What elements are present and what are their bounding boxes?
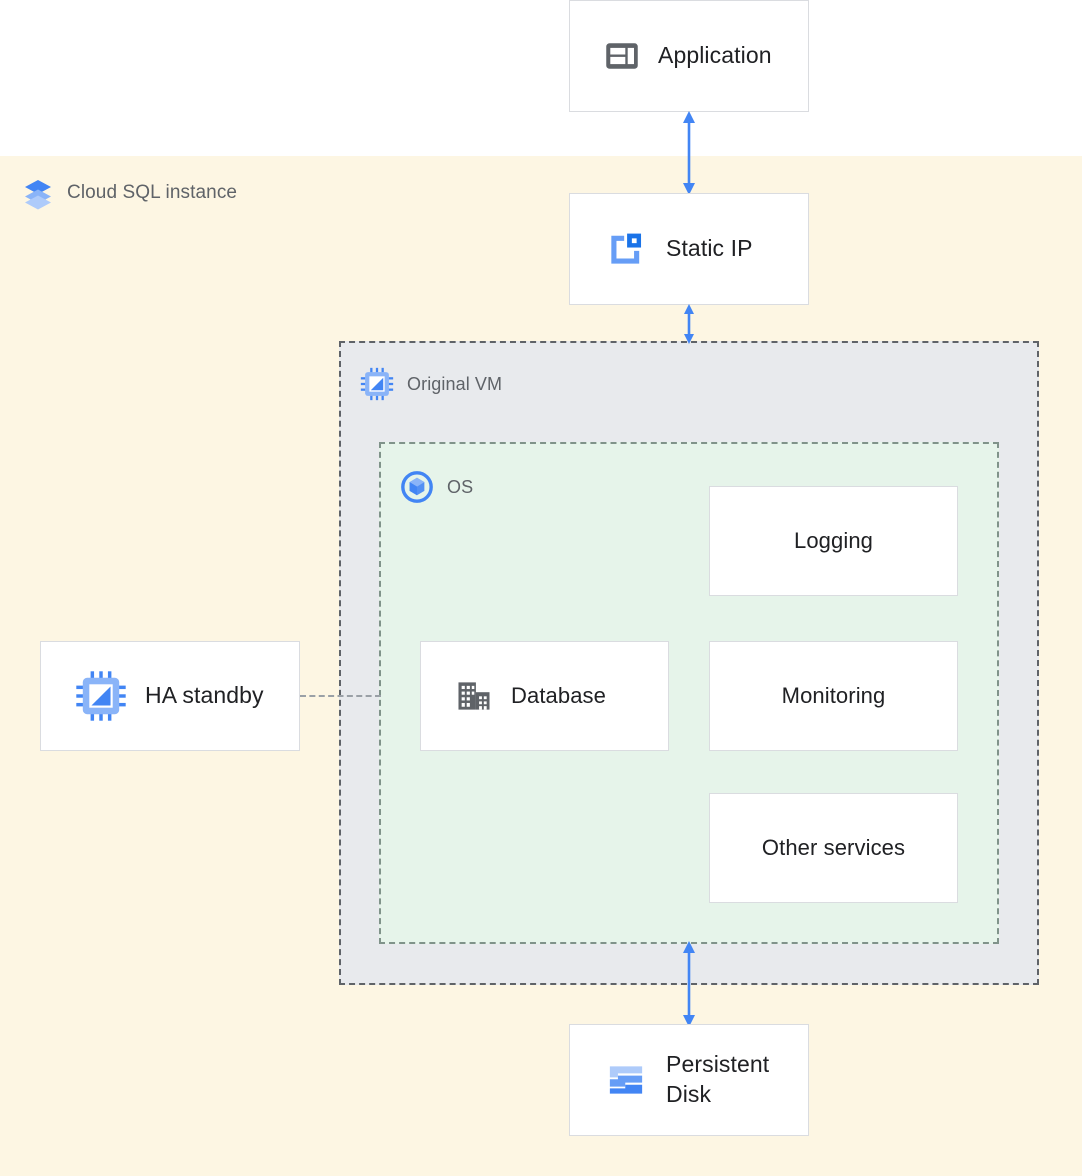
node-persistent-disk[interactable]: Persistent Disk	[569, 1024, 809, 1136]
database-building-icon	[455, 677, 493, 715]
node-label: Persistent Disk	[666, 1051, 770, 1107]
node-application[interactable]: Application	[569, 0, 809, 112]
region-label-original-vm: Original VM	[360, 367, 502, 401]
os-cube-circle-icon	[400, 470, 434, 504]
node-monitoring[interactable]: Monitoring	[709, 641, 958, 751]
node-ha-standby[interactable]: HA standby	[40, 641, 300, 751]
application-layout-icon	[604, 38, 640, 74]
region-label-text: Original VM	[407, 373, 503, 394]
node-other-services[interactable]: Other services	[709, 793, 958, 903]
node-logging[interactable]: Logging	[709, 486, 958, 596]
node-label: Monitoring	[781, 682, 886, 708]
node-label: Application	[658, 42, 772, 69]
node-static-ip[interactable]: Static IP	[569, 193, 809, 305]
connector-ha-standby-original-vm	[300, 695, 381, 697]
region-label-os: OS	[400, 470, 473, 504]
node-database[interactable]: Database	[420, 641, 669, 751]
region-label-text: Cloud SQL instance	[67, 182, 238, 203]
connector-application-static-ip	[664, 110, 714, 196]
node-label: Logging	[794, 527, 873, 553]
node-label: HA standby	[145, 682, 264, 709]
node-label: Other services	[761, 834, 906, 860]
static-ip-icon	[604, 227, 648, 271]
region-label-text: OS	[447, 476, 474, 497]
persistent-disk-icon	[604, 1058, 648, 1102]
node-label: Database	[511, 682, 606, 708]
region-label-cloud-sql-instance: Cloud SQL instance	[22, 177, 238, 210]
connector-static-ip-original-vm	[664, 303, 714, 345]
node-label: Static IP	[666, 235, 753, 262]
connector-original-vm-persistent-disk	[664, 940, 714, 1028]
cpu-chip-icon	[75, 670, 127, 722]
cpu-chip-icon	[360, 367, 394, 401]
cloud-sql-stack-icon	[22, 177, 54, 210]
